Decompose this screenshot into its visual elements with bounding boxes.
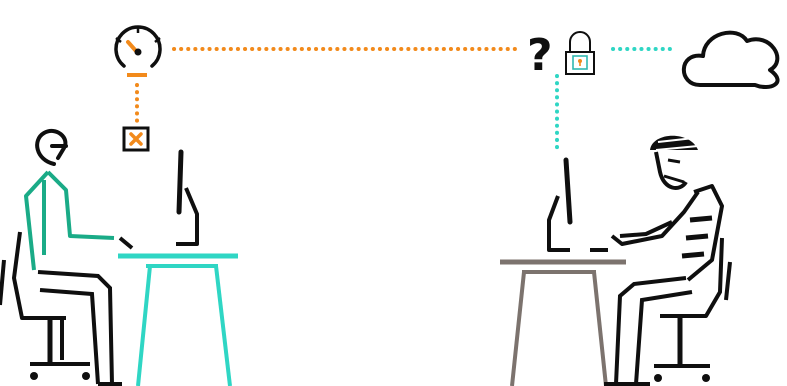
speedometer-icon: [116, 27, 160, 75]
cloud-icon: [684, 33, 778, 87]
right-desk: [500, 262, 626, 386]
left-computer: [120, 152, 197, 248]
user-figure: [26, 131, 122, 384]
x-box-icon: [124, 128, 148, 150]
right-chair: [654, 238, 730, 382]
padlock-icon: [566, 32, 594, 74]
right-computer: [549, 160, 608, 250]
left-desk: [118, 256, 238, 386]
question-mark: ?: [527, 30, 553, 81]
